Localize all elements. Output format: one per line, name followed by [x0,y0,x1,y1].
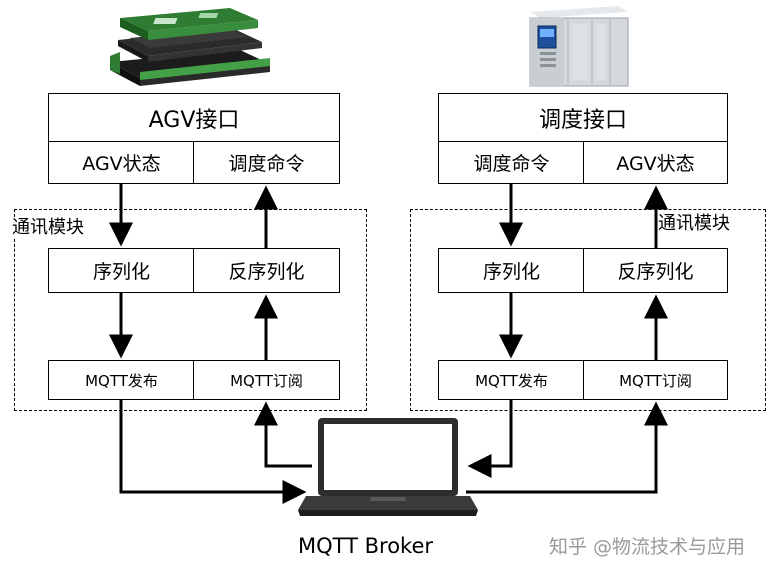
broker-label: MQTT Broker [298,534,434,558]
left-deserialize-text: 反序列化 [228,261,305,283]
left-serialize-cell: 序列化 [48,248,195,293]
left-mqtt-publish-cell: MQTT发布 [48,360,195,400]
watermark-text: 知乎 @物流技术与应用 [549,536,746,558]
left-comm-module-frame [14,209,367,411]
arrow-right-publish-to-broker [467,400,513,478]
right-agv-status-cell: AGV状态 [583,141,728,184]
left-agv-status-cell: AGV状态 [48,141,195,184]
right-dispatch-command-cell: 调度命令 [438,141,585,184]
right-mqtt-publish-cell: MQTT发布 [438,360,585,400]
right-agv-status-text: AGV状态 [616,153,695,175]
right-serialize-cell: 序列化 [438,248,585,293]
plc-controller-image [529,6,629,87]
left-mqtt-subscribe-text: MQTT订阅 [230,371,303,390]
right-serialize-text: 序列化 [482,261,540,283]
right-comm-module-label: 通讯模块 [658,213,730,234]
left-mqtt-subscribe-cell: MQTT订阅 [193,360,340,400]
right-interface-title: 调度接口 [438,93,728,143]
agv-robot-image [110,8,270,86]
right-mqtt-subscribe-text: MQTT订阅 [619,371,692,390]
left-deserialize-cell: 反序列化 [193,248,340,293]
left-comm-module-label: 通讯模块 [12,217,84,238]
left-interface-title-text: AGV接口 [148,108,240,133]
arrow-broker-to-right-subscribe [466,401,668,494]
right-deserialize-cell: 反序列化 [583,248,728,293]
right-mqtt-publish-text: MQTT发布 [475,371,548,390]
left-agv-status-text: AGV状态 [82,153,161,175]
laptop-icon [298,418,478,516]
left-dispatch-command-cell: 调度命令 [193,141,340,184]
arrow-left-publish-to-broker [119,400,307,504]
left-serialize-text: 序列化 [92,261,150,283]
right-interface-title-text: 调度接口 [538,108,627,133]
right-deserialize-text: 反序列化 [617,261,694,283]
left-dispatch-command-text: 调度命令 [228,153,305,175]
arrow-broker-to-left-subscribe [254,401,312,468]
right-mqtt-subscribe-cell: MQTT订阅 [583,360,728,400]
right-comm-module-frame [410,209,766,411]
right-dispatch-command-text: 调度命令 [473,153,550,175]
left-interface-title: AGV接口 [48,93,340,143]
left-mqtt-publish-text: MQTT发布 [85,371,158,390]
